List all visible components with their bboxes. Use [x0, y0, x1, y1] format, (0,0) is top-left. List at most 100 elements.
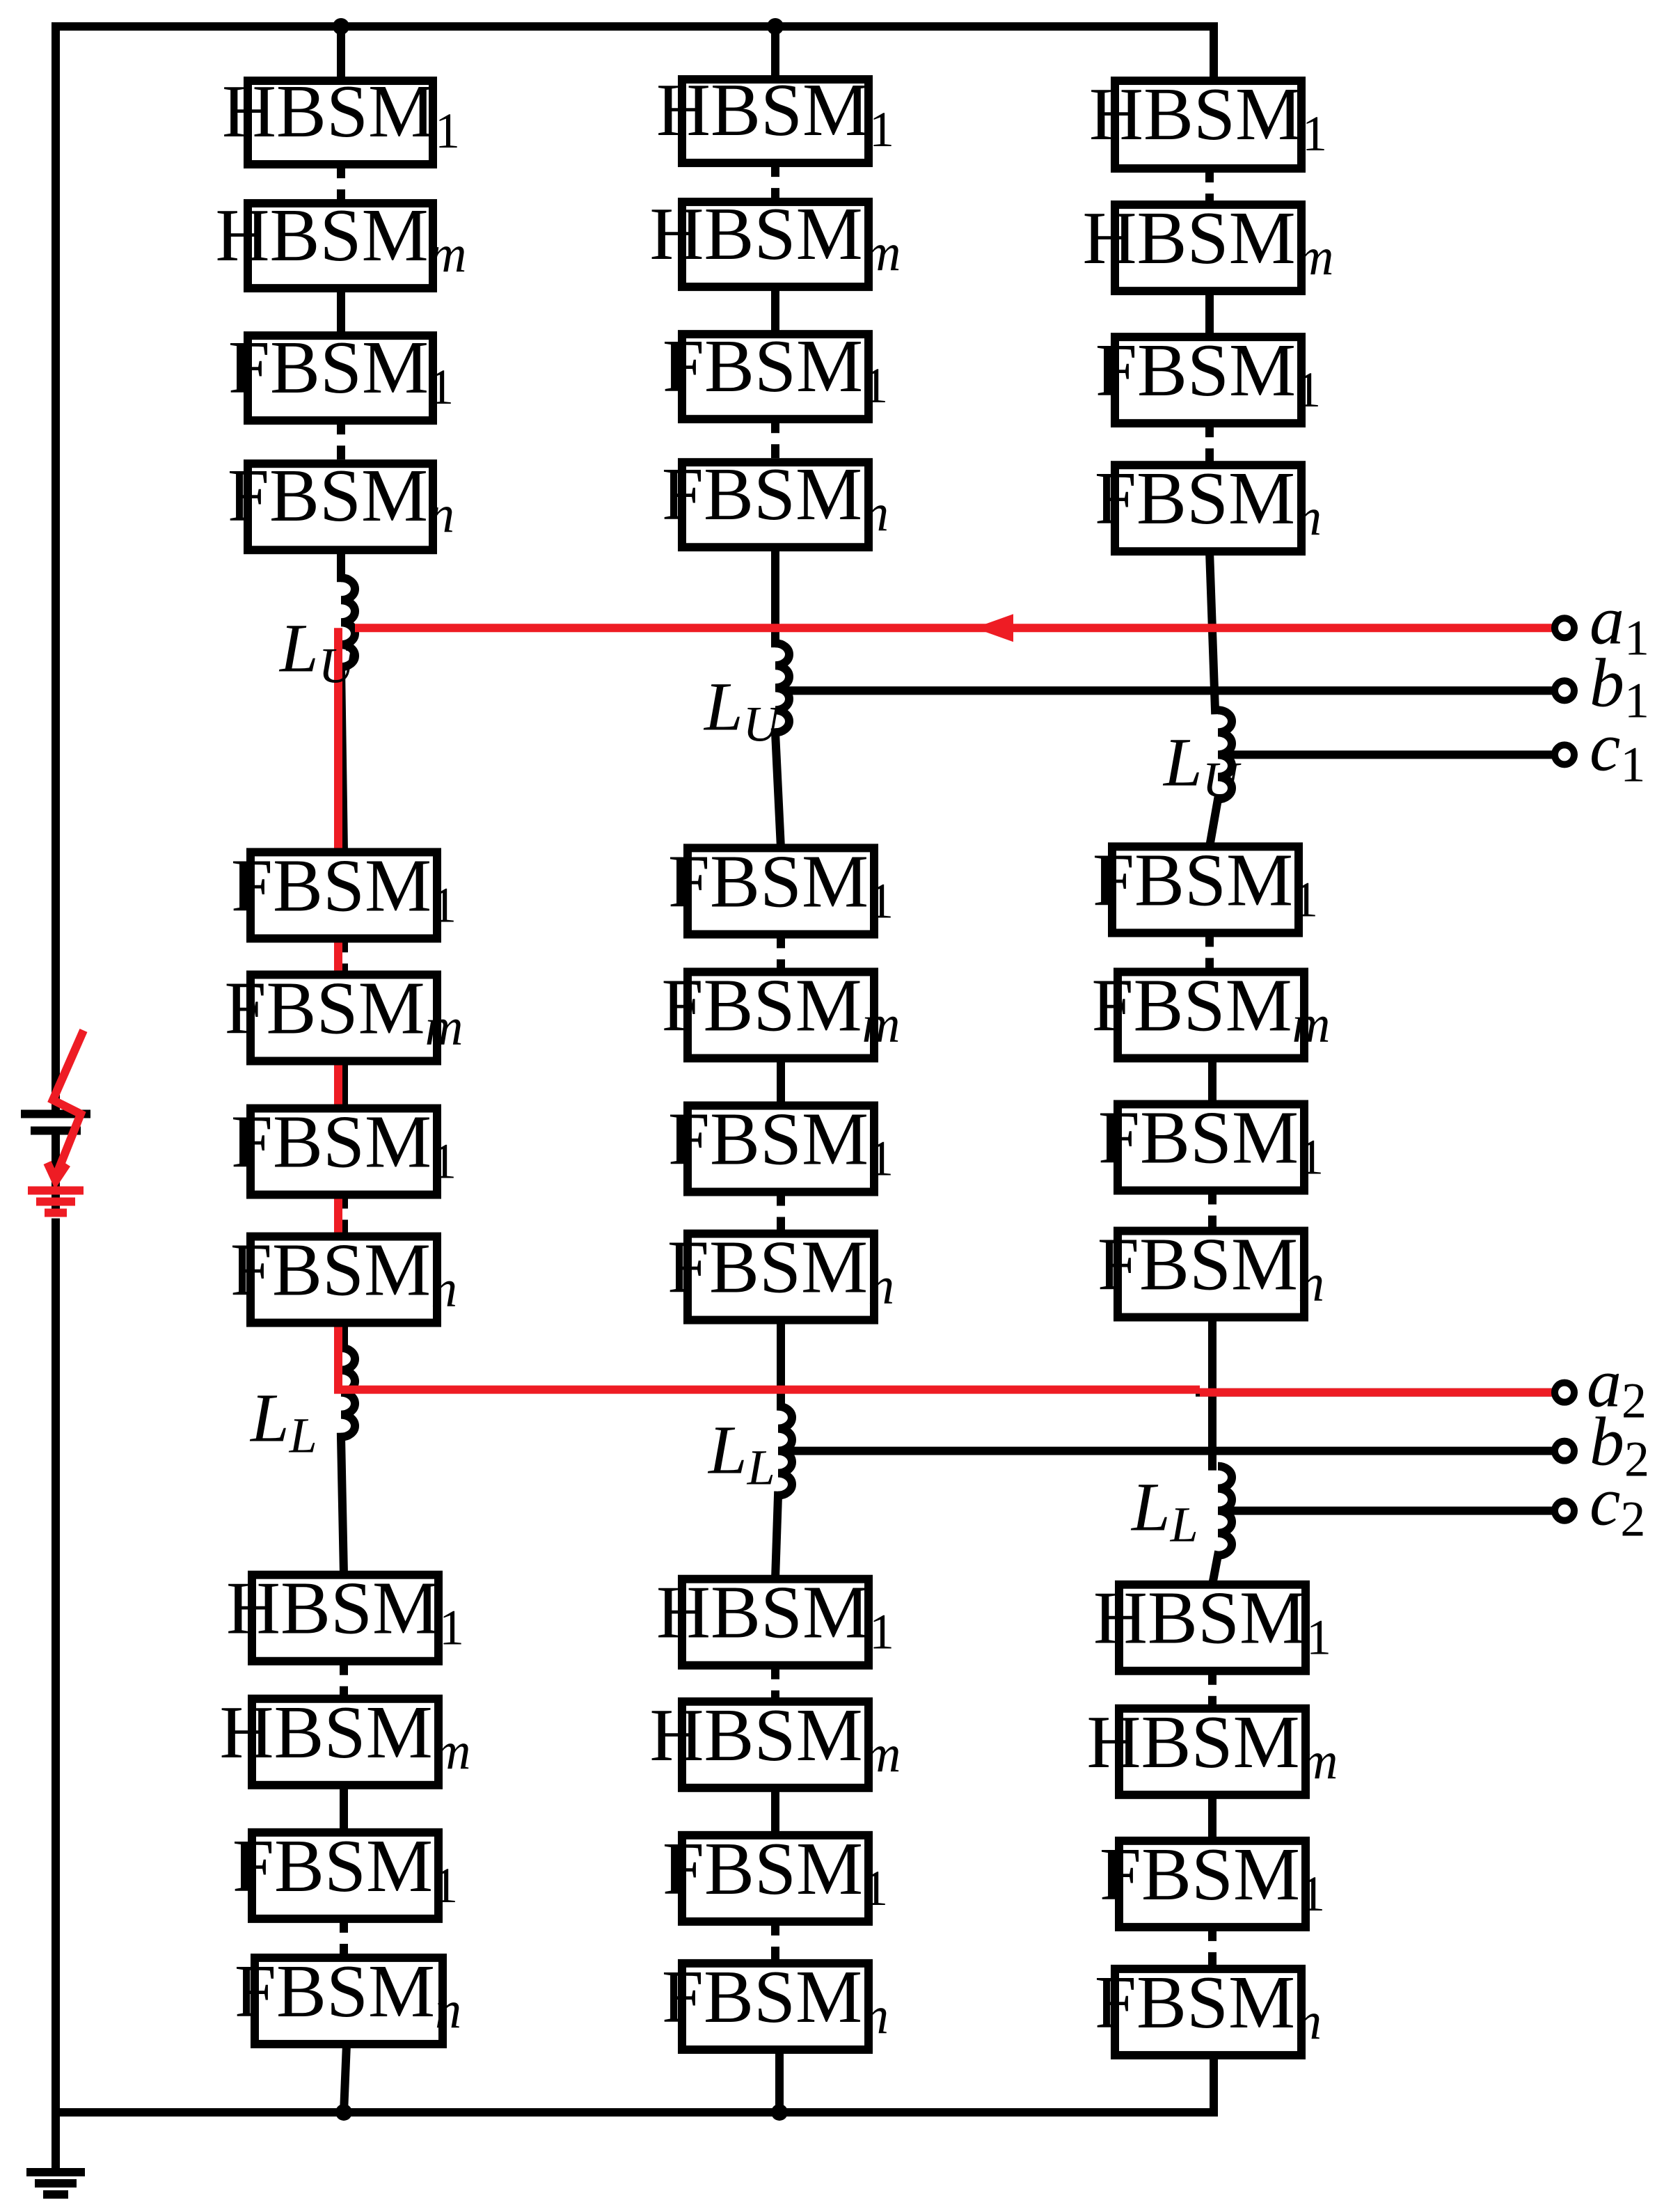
inductor-label-upper: LU: [703, 667, 782, 752]
submodule-box[interactable]: [246, 970, 441, 1066]
submodule-box[interactable]: [683, 1101, 878, 1196]
submodule-label: HBSM1: [226, 1567, 464, 1656]
submodule-box[interactable]: [1115, 1836, 1310, 1931]
terminals: [1551, 615, 1578, 1524]
submodule-box[interactable]: [244, 331, 437, 425]
terminal-icon[interactable]: [1551, 741, 1578, 768]
submodule-label: HBSMm: [650, 193, 901, 282]
terminal-icon[interactable]: [1551, 615, 1578, 642]
submodule-box[interactable]: [678, 198, 873, 292]
inductor-label-lower: LL: [1130, 1469, 1198, 1553]
submodule-label: FBSMn: [662, 1956, 889, 2045]
submodule-label: HBSMm: [1083, 197, 1334, 286]
submodule-label: FBSMn: [667, 1226, 894, 1315]
submodule-box[interactable]: [1111, 461, 1306, 556]
submodule-box[interactable]: [248, 1694, 443, 1789]
submodule-box[interactable]: [1111, 333, 1306, 428]
fault-lightning-icon: [28, 1029, 88, 1217]
submodule-box[interactable]: [246, 848, 441, 943]
submodule-box[interactable]: [1114, 967, 1308, 1063]
submodule-box[interactable]: [246, 1232, 441, 1327]
submodule-box[interactable]: [1114, 1226, 1308, 1322]
submodule-box[interactable]: [678, 75, 873, 168]
submodule-label: HBSM1: [656, 69, 894, 157]
submodule-label: FBSM1: [663, 325, 888, 413]
leg-c: [1205, 168, 1236, 1969]
terminal-label-c1: c1: [1590, 708, 1645, 792]
submodule-box[interactable]: [1111, 77, 1306, 173]
terminal-icon[interactable]: [1551, 1379, 1578, 1406]
arrow-icon: [974, 614, 1013, 642]
submodule-label: FBSMn: [662, 453, 889, 542]
submodule-box[interactable]: [1115, 1580, 1310, 1675]
submodule-label: FBSM1: [668, 840, 894, 928]
submodule-label: FBSMn: [228, 454, 454, 544]
submodule-label: HBSM1: [222, 70, 460, 159]
submodule-box[interactable]: [678, 1574, 873, 1670]
inductor-icon: [777, 1402, 796, 1500]
submodule-box[interactable]: [1111, 200, 1306, 296]
submodule-box[interactable]: [683, 1229, 878, 1324]
terminal-labels: a1 b1 c1 a2 b2 c2: [1587, 581, 1649, 1547]
submodule-label: FBSM1: [228, 326, 454, 415]
submodule-label: HBSMm: [216, 194, 467, 283]
fault-current-path: [334, 614, 1556, 1397]
submodule-box[interactable]: [1114, 1100, 1308, 1195]
terminal-label-a2: a2: [1587, 1345, 1647, 1429]
submodule-box[interactable]: [683, 967, 878, 1063]
inductor-label-lower: LL: [249, 1379, 317, 1464]
submodule-label: FBSM1: [231, 844, 457, 933]
submodule-label: FBSMn: [1095, 1961, 1322, 2050]
submodule-box[interactable]: [678, 1959, 873, 2054]
submodule-label: HBSM1: [656, 1572, 894, 1660]
submodule-box[interactable]: [678, 330, 873, 424]
terminal-label-b1: b1: [1590, 644, 1649, 728]
terminal-icon[interactable]: [1551, 677, 1578, 704]
submodule-label: FBSMm: [224, 967, 463, 1056]
submodule-box[interactable]: [1108, 842, 1303, 938]
terminal-icon[interactable]: [1551, 1497, 1578, 1524]
submodule-box[interactable]: [246, 1104, 441, 1199]
ground-icon: [26, 2167, 85, 2199]
submodule-label: FBSM1: [1100, 1833, 1325, 1922]
terminal-label-b2: b2: [1590, 1403, 1649, 1487]
inductor-icon: [1217, 706, 1236, 804]
terminal-label-a1: a1: [1590, 581, 1649, 665]
leg-c-modules: HBSM1 HBSMm FBSM1 FBSMn FBSM1 FBSMm FBSM…: [1083, 73, 1338, 2059]
submodule-box[interactable]: [248, 1570, 443, 1666]
terminal-label-c2: c2: [1590, 1463, 1645, 1547]
submodule-box[interactable]: [678, 1830, 873, 1926]
submodule-label: FBSMm: [661, 964, 900, 1053]
submodule-label: FBSM1: [1093, 839, 1318, 927]
inductor-icon: [775, 639, 793, 737]
submodule-label: HBSM1: [1089, 73, 1327, 161]
terminal-icon[interactable]: [1551, 1437, 1578, 1464]
submodule-label: FBSMn: [235, 1950, 461, 2039]
submodule-label: HBSMm: [1087, 1701, 1338, 1790]
submodule-label: FBSMn: [1095, 457, 1322, 546]
inductor-label-upper: LU: [1162, 723, 1242, 807]
submodule-box[interactable]: [1115, 1704, 1310, 1799]
submodule-box[interactable]: [678, 458, 873, 552]
submodule-label: FBSMn: [230, 1229, 457, 1318]
inductor-icon: [1217, 1462, 1236, 1560]
submodule-box[interactable]: [683, 844, 878, 939]
submodule-label: FBSM1: [1095, 329, 1321, 418]
submodule-label: FBSMn: [1097, 1224, 1324, 1313]
inductor-icon: [340, 573, 359, 672]
submodule-label: FBSM1: [668, 1098, 894, 1187]
leg-a-modules: HBSM1 HBSMm FBSM1 FBSMn FBSM1 FBSMm FBSM…: [216, 70, 470, 2048]
submodule-box[interactable]: [678, 1697, 873, 1792]
submodule-box[interactable]: [244, 199, 437, 293]
inductor-label-lower: LL: [707, 1411, 775, 1496]
submodule-box[interactable]: [248, 1828, 443, 1923]
submodule-box[interactable]: [251, 1953, 447, 2048]
submodule-box[interactable]: [244, 77, 437, 169]
submodule-label: HBSMm: [650, 1694, 901, 1783]
submodule-label: FBSMm: [1091, 964, 1330, 1053]
leg-b-modules: HBSM1 HBSMm FBSM1 FBSMn FBSM1 FBSMm FBSM…: [650, 69, 901, 2054]
submodule-label: FBSM1: [232, 1825, 458, 1913]
submodule-box[interactable]: [1111, 1964, 1306, 2059]
submodule-box[interactable]: [244, 459, 437, 555]
